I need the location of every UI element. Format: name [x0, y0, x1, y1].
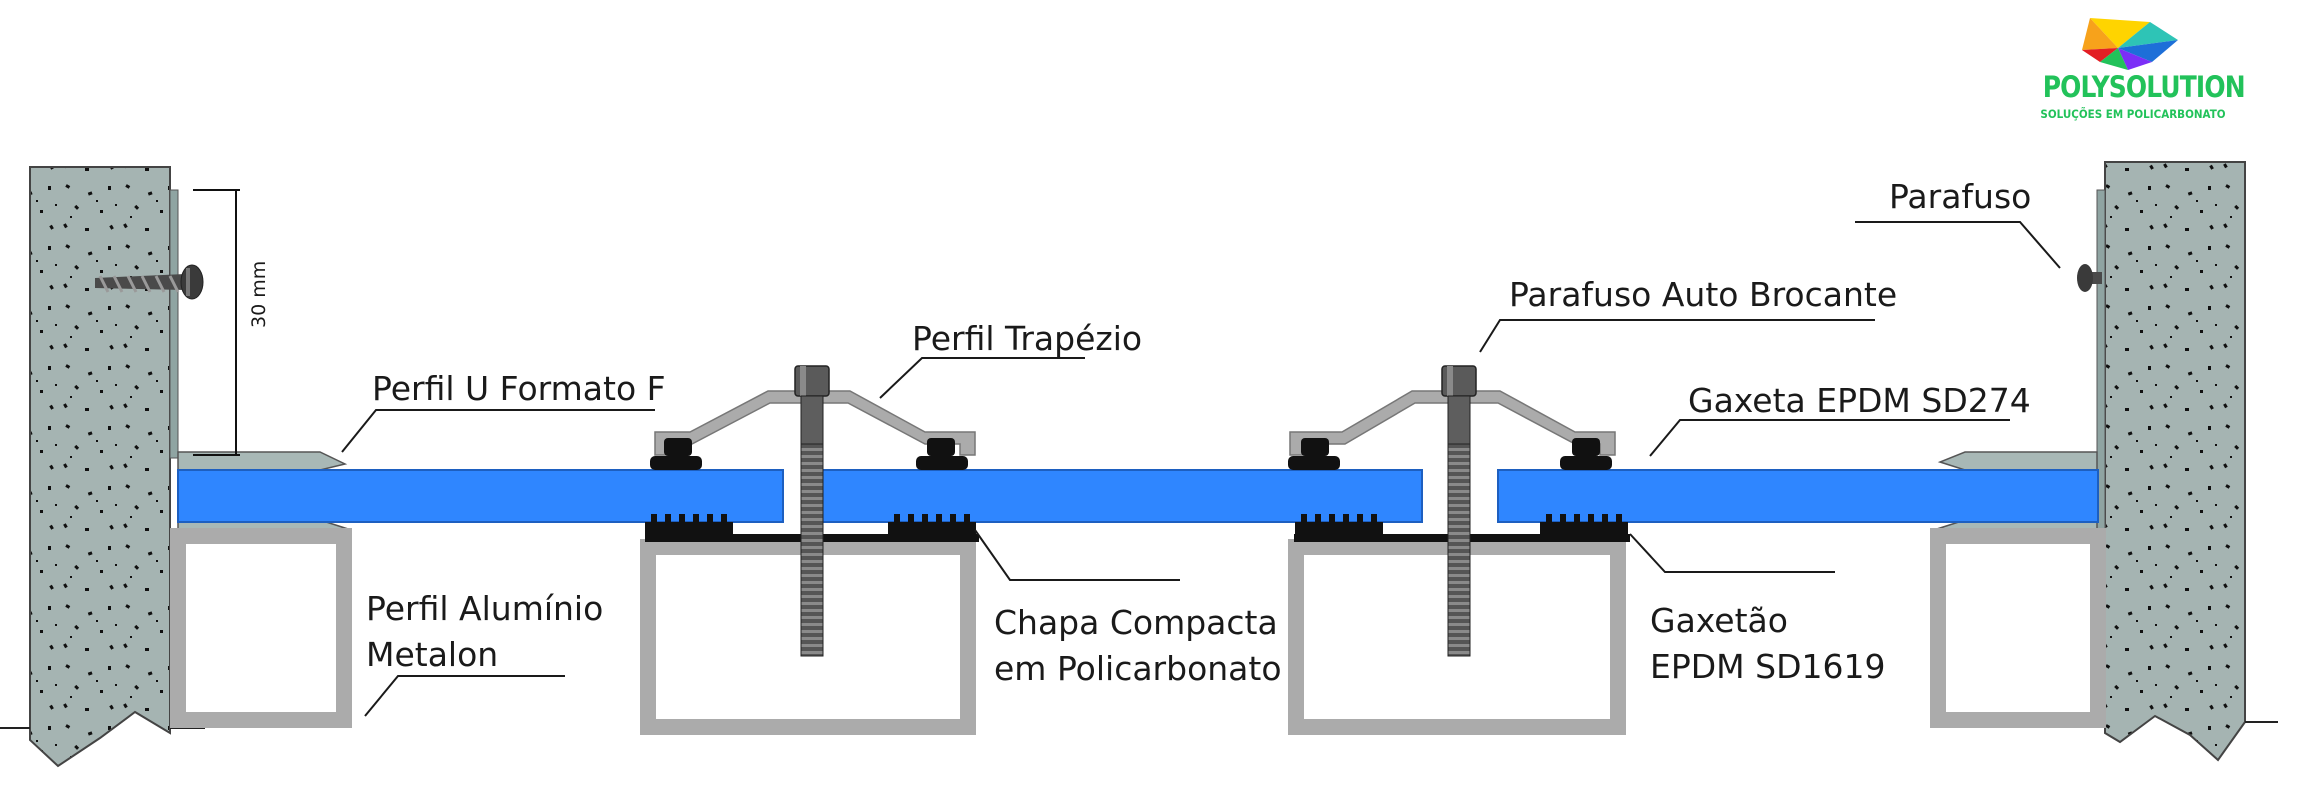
- right-wall: [2060, 161, 2278, 762]
- left-perfil-aluminio-metalon: [170, 528, 352, 728]
- sheet-3: [1497, 469, 2099, 523]
- leader-lines: [341, 221, 2061, 717]
- label-parafuso-auto-brocante: Parafuso Auto Brocante: [1509, 275, 1898, 314]
- brand-tagline: SOLUÇÕES EM POLICARBONATO: [2040, 107, 2226, 121]
- right-perfil-aluminio-metalon: [1930, 528, 2106, 728]
- sheet-1: [177, 469, 784, 523]
- gaxetao-bottom-gaskets: [645, 514, 1628, 537]
- polycarbonate-sheets: [177, 469, 2099, 523]
- polysolution-logo-mark: [2082, 18, 2178, 70]
- leader-gaxetao: [1629, 533, 1835, 573]
- perfil-trapezio-left: [650, 390, 976, 470]
- parafuso-auto-brocante-right: [1441, 365, 1477, 657]
- leader-perfil-aluminio: [364, 675, 565, 717]
- leader-parafuso: [1855, 221, 2061, 269]
- parafuso-auto-brocante-left: [794, 365, 830, 657]
- label-perfil-aluminio: Perfil Alumínio Metalon: [366, 589, 604, 674]
- label-perfil-u: Perfil U Formato F: [372, 369, 666, 408]
- brand-name: POLYSOLUTION: [2042, 70, 2246, 104]
- label-parafuso: Parafuso: [1889, 177, 2032, 216]
- label-gaxetao: Gaxetão EPDM SD1619: [1650, 601, 1886, 686]
- sheet-2: [821, 469, 1423, 523]
- right-wall-screw: [2077, 264, 2102, 292]
- brand: POLYSOLUTION SOLUÇÕES EM POLICARBONATO: [2028, 70, 2246, 121]
- leader-gaxeta: [1649, 419, 2010, 457]
- left-wall-screw: [95, 264, 204, 300]
- label-perfil-trapezio: Perfil Trapézio: [912, 319, 1143, 358]
- perfil-trapezio-right: [1288, 390, 1616, 470]
- dimension-30mm: [193, 189, 240, 456]
- label-gaxeta: Gaxeta EPDM SD274: [1688, 381, 2031, 420]
- leader-perfil-trapezio: [879, 357, 1085, 399]
- dimension-label: 30 mm: [248, 260, 270, 328]
- leader-parafuso-auto: [1479, 319, 1875, 353]
- leader-chapa: [974, 529, 1180, 581]
- leader-perfil-u: [341, 409, 655, 453]
- label-chapa-compacta: Chapa Compacta em Policarbonato: [994, 603, 1282, 688]
